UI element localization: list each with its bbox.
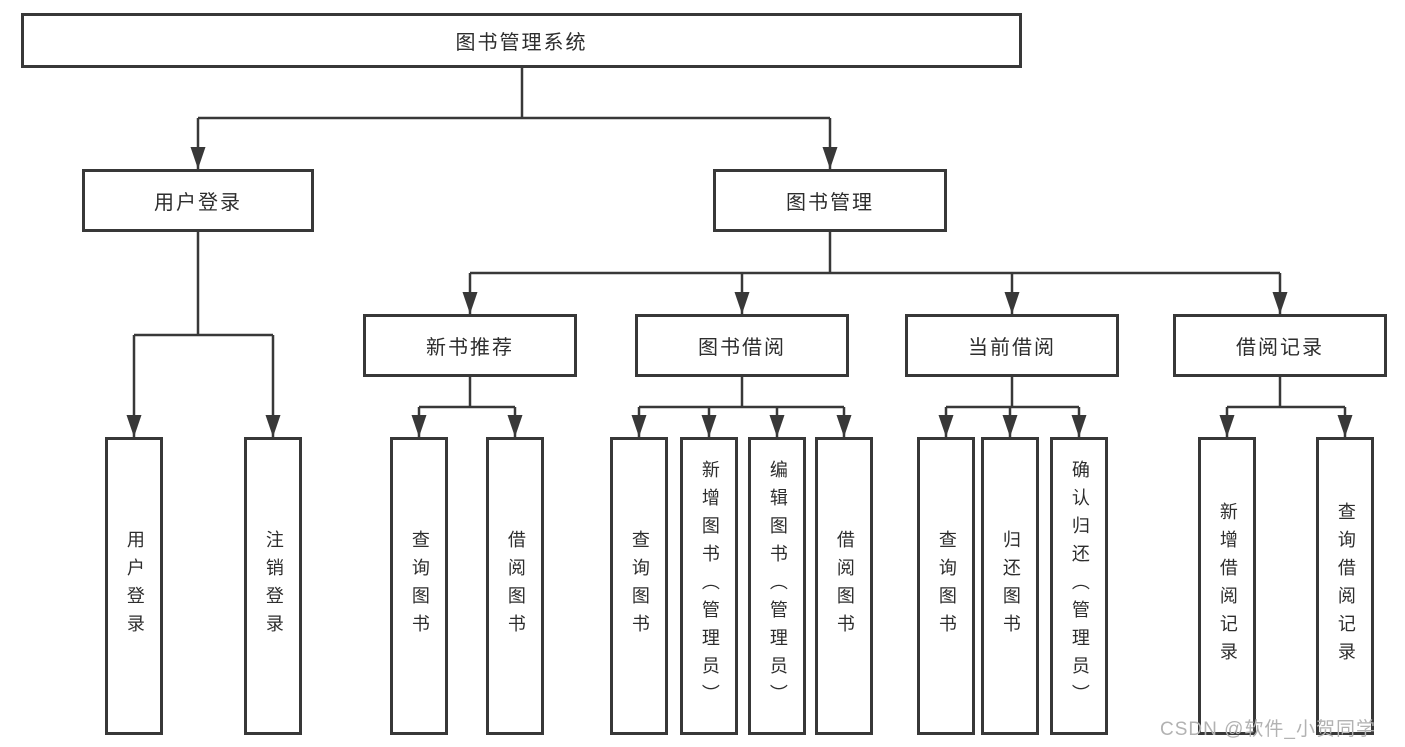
node-new-books-label: 新书推荐: [426, 337, 514, 359]
node-current-borrow-label: 当前借阅: [968, 337, 1056, 359]
node-current-borrow: 当前借阅: [905, 314, 1119, 377]
leaf-newbooks-borrow-books: 借阅图书: [486, 437, 544, 735]
node-book-mgmt: 图书管理: [713, 169, 947, 232]
leaf-borrow-add-books-admin-label: 新增图书（管理员）: [699, 460, 720, 712]
node-book-mgmt-label: 图书管理: [786, 192, 874, 214]
node-borrow-records-label: 借阅记录: [1236, 337, 1324, 359]
leaf-records-query-record-label: 查询借阅记录: [1335, 502, 1356, 670]
leaf-records-query-record: 查询借阅记录: [1316, 437, 1374, 735]
connector-borrow-records-children: [1219, 377, 1353, 437]
leaf-current-confirm-return-admin-label: 确认归还（管理员）: [1069, 460, 1090, 712]
leaf-borrow-add-books-admin: 新增图书（管理员）: [680, 437, 738, 735]
leaf-borrow-query-books-label: 查询图书: [629, 530, 650, 642]
leaf-records-add-record-label: 新增借阅记录: [1217, 502, 1238, 670]
leaf-borrow-borrow-books: 借阅图书: [815, 437, 873, 735]
leaf-logout-label: 注销登录: [263, 530, 284, 642]
node-borrow-records: 借阅记录: [1173, 314, 1387, 377]
leaf-current-return-books-label: 归还图书: [1000, 530, 1021, 642]
node-new-books: 新书推荐: [363, 314, 577, 377]
csdn-watermark: CSDN @软件_小贺同学: [1160, 719, 1376, 740]
leaf-borrow-borrow-books-label: 借阅图书: [834, 530, 855, 642]
leaf-newbooks-query-books-label: 查询图书: [409, 530, 430, 642]
connector-current-borrow-children: [938, 377, 1087, 437]
node-root-system-label: 图书管理系统: [455, 32, 588, 54]
leaf-borrow-edit-books-admin: 编辑图书（管理员）: [748, 437, 806, 735]
node-book-borrow-label: 图书借阅: [698, 337, 786, 359]
leaf-current-confirm-return-admin: 确认归还（管理员）: [1050, 437, 1108, 735]
node-user-login: 用户登录: [82, 169, 314, 232]
connector-book-mgmt-children: [462, 232, 1288, 314]
leaf-borrow-edit-books-admin-label: 编辑图书（管理员）: [767, 460, 788, 712]
leaf-current-query-books-label: 查询图书: [936, 530, 957, 642]
leaf-records-add-record: 新增借阅记录: [1198, 437, 1256, 735]
leaf-logout: 注销登录: [244, 437, 302, 735]
connector-book-borrow-children: [631, 377, 852, 437]
node-root-system: 图书管理系统: [21, 13, 1022, 68]
leaf-newbooks-borrow-books-label: 借阅图书: [505, 530, 526, 642]
connector-user-login-children: [126, 232, 281, 437]
connector-new-books-children: [411, 377, 523, 437]
leaf-current-query-books: 查询图书: [917, 437, 975, 735]
leaf-user-login-label: 用户登录: [124, 530, 145, 642]
leaf-current-return-books: 归还图书: [981, 437, 1039, 735]
leaf-newbooks-query-books: 查询图书: [390, 437, 448, 735]
node-user-login-label: 用户登录: [154, 192, 242, 214]
node-book-borrow: 图书借阅: [635, 314, 849, 377]
leaf-user-login: 用户登录: [105, 437, 163, 735]
leaf-borrow-query-books: 查询图书: [610, 437, 668, 735]
connector-root-to-level1: [190, 68, 838, 169]
